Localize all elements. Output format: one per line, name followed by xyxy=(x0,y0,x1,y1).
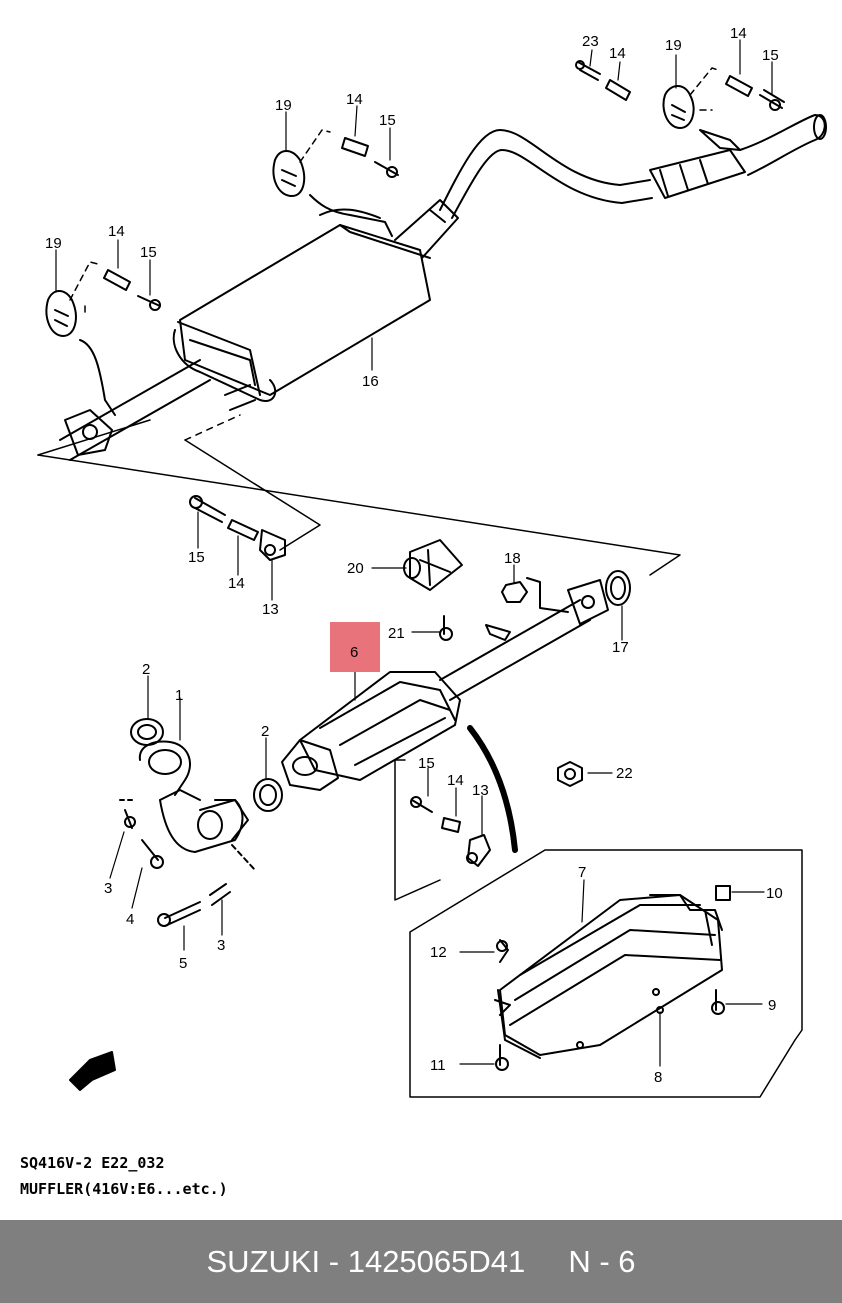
diagram-title: MUFFLER(416V:E6...etc.) xyxy=(20,1180,228,1198)
label-13: 13 xyxy=(472,782,489,799)
label-9: 9 xyxy=(768,997,776,1014)
label-15: 15 xyxy=(762,47,779,64)
label-10: 10 xyxy=(766,885,783,902)
label-2: 2 xyxy=(261,723,269,740)
label-18: 18 xyxy=(504,550,521,567)
highlight-box-part-6 xyxy=(330,622,380,672)
label-15: 15 xyxy=(188,549,205,566)
rubber-hanger-rear-right xyxy=(662,85,695,129)
label-3: 3 xyxy=(104,880,112,897)
footer-bar: SUZUKI - 1425065D41 N - 6 xyxy=(0,1220,842,1303)
footer-part-info: SUZUKI - 1425065D41 N - 6 xyxy=(206,1244,636,1279)
label-2: 2 xyxy=(142,661,150,678)
rear-muffler xyxy=(172,199,459,402)
part-labels: 23 14 19 14 15 19 14 15 19 14 15 16 15 1… xyxy=(45,25,783,1086)
label-12: 12 xyxy=(430,944,447,961)
front-direction-arrow-icon xyxy=(69,1051,116,1091)
gasket-17 xyxy=(605,570,631,606)
bracket-20 xyxy=(403,539,463,591)
label-14: 14 xyxy=(609,45,626,62)
diagram-code: SQ416V-2 E22_032 xyxy=(20,1154,165,1172)
studs-nuts-front xyxy=(119,799,256,927)
label-19: 19 xyxy=(275,97,292,114)
dashed-leaders xyxy=(69,67,719,313)
label-19: 19 xyxy=(665,37,682,54)
label-15: 15 xyxy=(379,112,396,129)
front-pipe-1 xyxy=(138,740,249,853)
bolt-15-group xyxy=(137,89,785,813)
label-14: 14 xyxy=(447,772,464,789)
label-22: 22 xyxy=(616,765,633,782)
exhaust-parts-diagram: 23 14 19 14 15 19 14 15 19 14 15 16 15 1… xyxy=(37,25,827,1098)
catalytic-converter-detail xyxy=(494,894,723,1059)
section-outline xyxy=(37,414,681,576)
label-4: 4 xyxy=(126,911,134,928)
label-8: 8 xyxy=(654,1069,662,1086)
rubber-hanger-front xyxy=(45,290,77,337)
detail-inset-box xyxy=(409,849,803,1098)
bracket-13-upper xyxy=(259,529,286,561)
nut-22 xyxy=(557,761,583,787)
label-15: 15 xyxy=(418,755,435,772)
label-21: 21 xyxy=(388,625,405,642)
label-13: 13 xyxy=(262,601,279,618)
collar-14-rear xyxy=(103,75,753,833)
label-7: 7 xyxy=(578,864,586,881)
label-11: 11 xyxy=(430,1057,446,1074)
middle-bracket-outline xyxy=(394,759,441,901)
label-1: 1 xyxy=(175,687,183,704)
label-16: 16 xyxy=(362,373,379,390)
label-14: 14 xyxy=(346,91,363,108)
label-23: 23 xyxy=(582,33,599,50)
label-20: 20 xyxy=(347,560,364,577)
bolt-21 xyxy=(439,615,453,641)
label-19: 19 xyxy=(45,235,62,252)
label-17: 17 xyxy=(612,639,629,656)
label-leaders xyxy=(55,39,773,1067)
gasket-2-lower xyxy=(253,778,283,812)
label-6: 6 xyxy=(350,644,358,661)
label-3: 3 xyxy=(217,937,225,954)
nut-18 xyxy=(501,577,569,613)
catalytic-converter-6 xyxy=(281,579,609,791)
label-5: 5 xyxy=(179,955,187,972)
label-15: 15 xyxy=(140,244,157,261)
rubber-hanger-mid xyxy=(272,150,306,197)
label-14: 14 xyxy=(108,223,125,240)
label-14: 14 xyxy=(730,25,747,42)
tail-pipe xyxy=(439,114,827,219)
inset-fasteners xyxy=(495,885,731,1071)
label-14: 14 xyxy=(228,575,245,592)
bolt-23 xyxy=(575,60,601,81)
